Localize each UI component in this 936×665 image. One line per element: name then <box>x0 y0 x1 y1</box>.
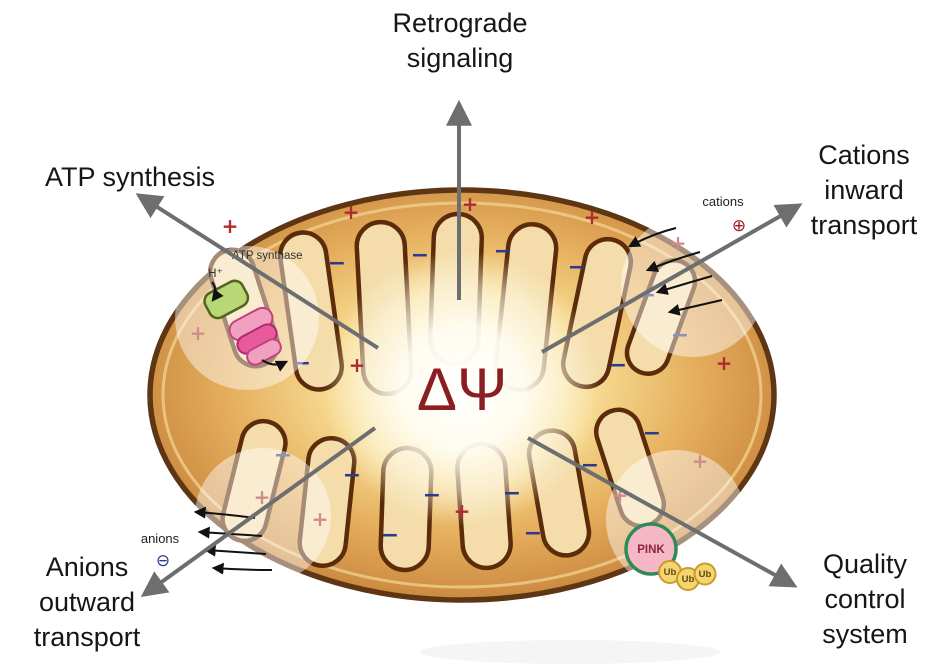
plus-charge-symbol: + <box>584 205 601 229</box>
label-atp-synthesis: ATP synthesis <box>20 160 240 195</box>
plus-charge-symbol: + <box>349 353 366 377</box>
plus-charge-symbol: + <box>670 231 687 255</box>
minus-charge-symbol: − <box>494 239 512 264</box>
label-line: Cations <box>818 140 910 170</box>
minus-charge-symbol: − <box>328 251 346 276</box>
minus-charge-symbol: − <box>643 421 661 446</box>
crista <box>624 258 698 376</box>
plus-charge-symbol: + <box>612 483 629 507</box>
ub-label: Ub <box>664 567 677 578</box>
label-quality-control-system: Quality control system <box>798 547 932 652</box>
ub-label: Ub <box>699 569 712 580</box>
label-line: ATP synthesis <box>44 162 216 192</box>
minus-charge-symbol: − <box>524 521 542 546</box>
delta-psi-symbol: ΔΨ <box>417 356 507 423</box>
label-line: signaling <box>406 43 514 73</box>
label-cations-inward-transport: Cations inward transport <box>796 138 932 243</box>
h-plus-label: H⁺ <box>208 266 223 280</box>
label-line: control <box>824 584 906 614</box>
minus-charge-symbol: − <box>568 255 586 280</box>
label-line: inward <box>824 175 904 205</box>
label-anions-outward-transport: Anions outward transport <box>12 550 162 655</box>
cation-arrow <box>645 251 701 272</box>
anion-arrow <box>203 544 267 557</box>
label-line: outward <box>38 587 136 617</box>
cations-small-label: cations <box>702 194 744 209</box>
crista <box>220 418 288 544</box>
plus-charge-symbol: + <box>692 449 709 473</box>
label-line: transport <box>810 210 918 240</box>
membrane-potential-glow <box>324 250 600 526</box>
proton-flow-arrow <box>211 281 224 302</box>
anion-circle-minus-icon: ⊖ <box>156 551 170 571</box>
highlight-circle-anions <box>195 448 331 584</box>
pink-label: PINK <box>637 544 665 556</box>
minus-charge-symbol: − <box>343 463 361 488</box>
anions-small-label: anions <box>141 531 180 546</box>
cation-circle-plus-icon: ⊕ <box>732 216 746 236</box>
minus-charge-symbol: − <box>381 523 399 548</box>
plus-charge-symbol: + <box>254 485 271 509</box>
arrow-cations-inward <box>541 203 803 354</box>
minus-charge-symbol: − <box>274 443 292 468</box>
crista <box>277 230 345 392</box>
label-line: Quality <box>822 549 908 579</box>
plus-charge-symbol: + <box>462 192 479 216</box>
minus-charge-symbol: − <box>293 351 311 376</box>
arrow-atp-synthesis <box>135 193 380 350</box>
label-line: system <box>822 619 908 649</box>
ubiquitin-circle <box>693 562 717 586</box>
minus-charge-symbol: − <box>609 353 627 378</box>
highlight-circle-cations <box>621 213 765 357</box>
minus-charge-symbol: − <box>411 243 429 268</box>
rotation-arrow <box>261 359 289 372</box>
plus-charge-symbol: + <box>343 200 360 224</box>
label-retrograde-signaling: Retrograde signaling <box>350 6 570 76</box>
plus-charge-symbol: + <box>312 507 329 531</box>
cation-arrow <box>627 227 677 248</box>
pink-protein-circle <box>624 522 678 576</box>
cation-arrow <box>655 275 713 295</box>
label-line: Anions <box>45 552 129 582</box>
cation-inflow-arrows <box>627 227 723 316</box>
minus-charge-symbol: − <box>503 481 521 506</box>
inner-membrane-rim <box>161 201 763 589</box>
minus-charge-symbol: − <box>423 483 441 508</box>
background-smudge <box>420 640 720 664</box>
label-line: transport <box>33 622 141 652</box>
arrow-quality-control <box>527 436 798 588</box>
plus-charge-symbol: + <box>454 499 471 523</box>
arrow-anions-outward <box>140 426 377 598</box>
main-arrows-group <box>135 99 803 598</box>
minus-charge-symbol: − <box>671 323 689 348</box>
plus-charge-symbol: + <box>716 351 733 375</box>
cation-arrow <box>667 299 723 316</box>
ub-label: Ub <box>682 574 695 585</box>
anion-arrow <box>211 562 273 575</box>
plus-charges-group: + + + + + + + + + + + + + <box>190 192 733 531</box>
atp-synthase-complex <box>203 279 289 372</box>
pink-ubiquitin-complex: PINK Ub Ub Ub <box>624 522 717 591</box>
label-line: Retrograde <box>392 8 528 38</box>
atp-synthase-f0-subunit <box>246 338 282 366</box>
plus-charge-symbol: + <box>190 321 207 345</box>
atp-synthase-label: ATP synthase <box>232 250 303 262</box>
plus-charge-symbol: + <box>222 214 239 238</box>
